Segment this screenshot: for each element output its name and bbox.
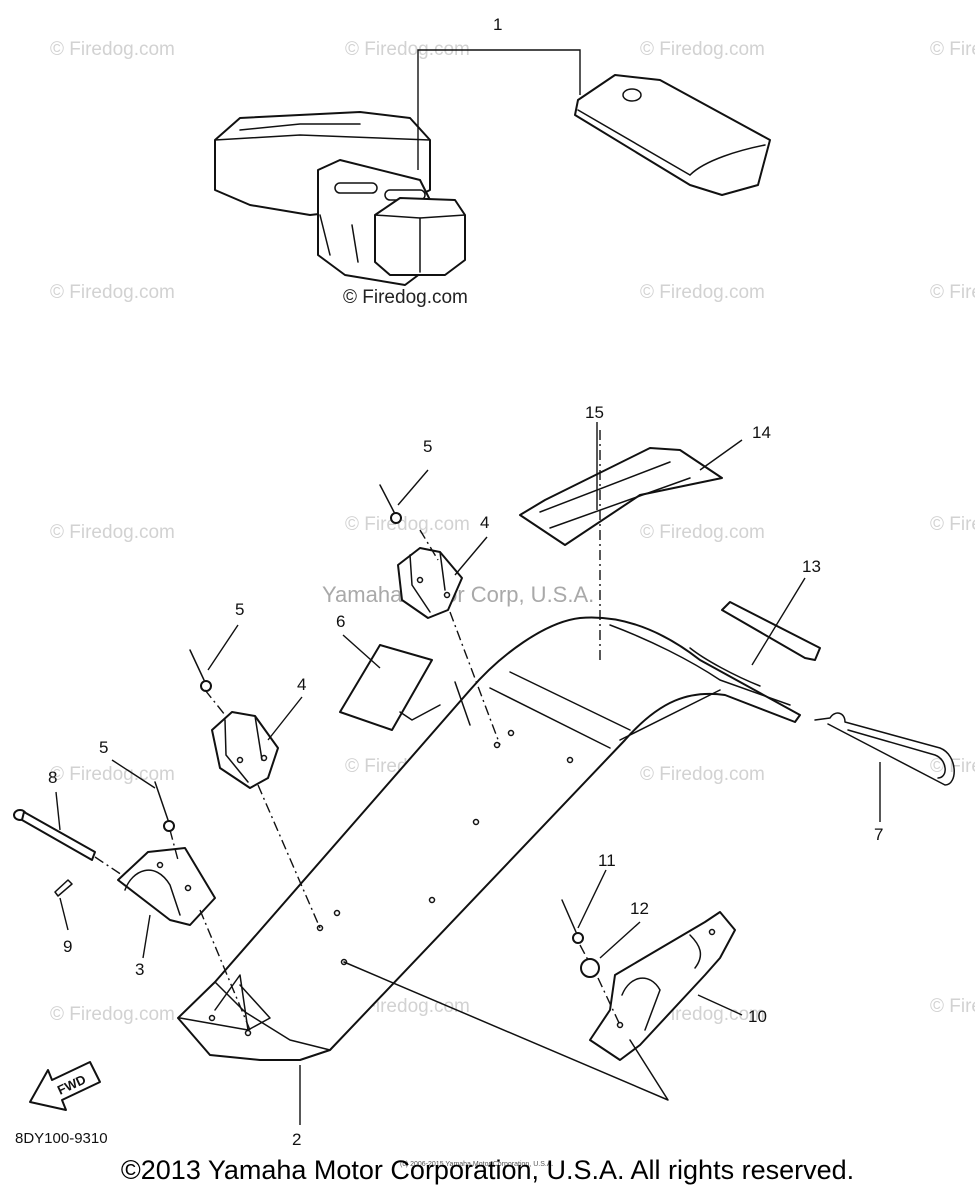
diagram-code: 8DY100-9310 [15,1130,108,1147]
callout-5-lower: 5 [99,738,108,757]
callout-6: 6 [336,612,345,631]
part-13-strip [721,601,821,661]
watermark: © Firedog.com [930,756,975,777]
part-2-rear-fender [177,616,801,1061]
assembly-lines [169,430,669,1101]
watermark: © Firedog.com [50,764,175,785]
watermark: © Firedog.com [930,996,975,1017]
part-3-hinge-bracket [117,847,216,926]
watermark: © Firedog.com [50,39,175,60]
part-12-nut [580,958,600,978]
callout-10: 10 [748,1007,767,1026]
part-5-screw-lower [154,781,175,832]
small-print: (c) 2006-2015 Yamaha Motor Corporation, … [400,1161,553,1168]
part-9-clip [54,879,73,897]
part-8-pin [13,809,96,861]
watermark: © Firedog.com [640,282,765,303]
watermark: © Firedog.com [345,514,470,535]
callout-numbers: 1 2 3 4 4 5 5 5 6 7 8 9 10 11 12 13 14 1… [48,15,883,1149]
callout-13: 13 [802,557,821,576]
part-6-label [339,644,433,731]
callout-1: 1 [493,15,502,34]
callout-5-middle: 5 [235,600,244,619]
part-1-storage-bag [214,74,771,286]
part-5-screw-upper [379,484,402,524]
callout-3: 3 [135,960,144,979]
callout-4-upper: 4 [480,513,489,532]
watermark: © Firedog.com [345,39,470,60]
callout-8: 8 [48,768,57,787]
part-11-screw [561,899,584,944]
watermark: © Firedog.com [640,39,765,60]
callout-4-lower: 4 [297,675,306,694]
watermark: © Firedog.com [343,287,468,308]
part-6-bracket-lines [399,681,471,726]
part-4-clamp-upper [397,547,463,619]
part-14-decal [519,447,723,546]
watermark: © Firedog.com [50,282,175,303]
callout-7: 7 [874,825,883,844]
pin-axis-line [94,856,123,876]
callout-12: 12 [630,899,649,918]
part-4-clamp-lower [211,711,279,789]
callout-15: 15 [585,403,604,422]
callout-1-leader [417,49,581,170]
leader-lines [55,422,881,1125]
watermark: © Firedog.com [50,522,175,543]
part-7-handle-wire [814,712,955,786]
callout-11: 11 [598,851,616,870]
callout-2: 2 [292,1130,301,1149]
part-5-screw-middle [189,649,212,692]
watermark: © Firedog.com [640,764,765,785]
callout-5-upper: 5 [423,437,432,456]
watermark: © Firedog.com [930,514,975,535]
callout-9: 9 [63,937,72,956]
watermark: © Firedog.com [930,39,975,60]
watermark: © Firedog.com [50,1004,175,1025]
watermark: © Firedog.com [930,282,975,303]
copyright-notice: ©2013 Yamaha Motor Corporation, U.S.A. A… [120,1155,855,1185]
watermark: © Firedog.com [640,522,765,543]
part-10-latch [589,911,736,1061]
fwd-arrow-icon: FWD [29,1061,101,1111]
callout-14: 14 [752,423,771,442]
